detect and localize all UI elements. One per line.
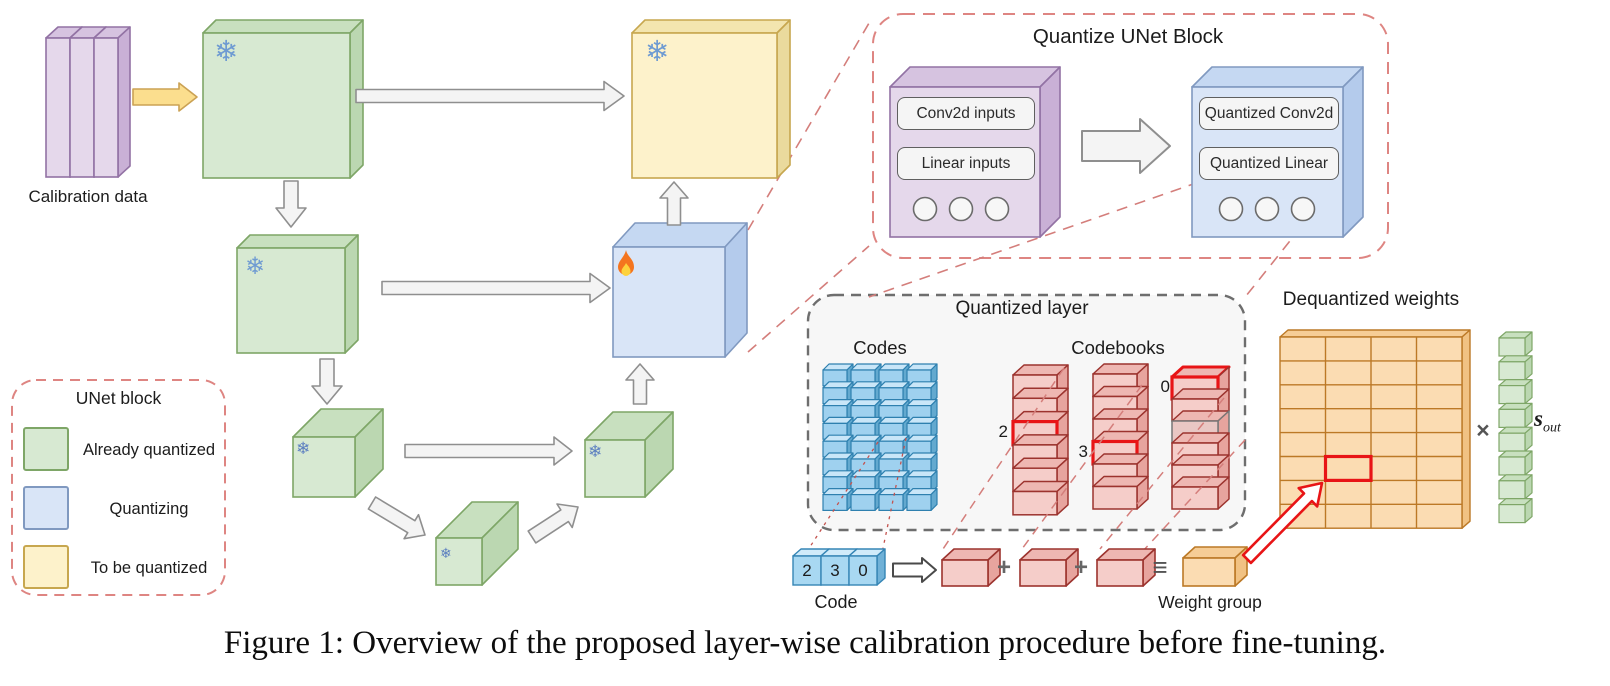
snowflake-icon: ❄	[440, 545, 452, 561]
decode-red-cube-2	[1019, 548, 1079, 587]
codes-grid	[822, 363, 938, 512]
codebook-index-label-0: 0	[1160, 377, 1170, 396]
linear-inputs-box: Linear inputs	[897, 147, 1035, 180]
weight-group-label: Weight group	[1158, 592, 1262, 612]
codebook-column-0	[1011, 364, 1069, 516]
unet-cube-top-left-green	[202, 19, 364, 179]
quantized-layer-title: Quantized layer	[955, 298, 1089, 319]
code-label: Code	[814, 592, 858, 612]
plus-symbol-1: +	[996, 554, 1011, 581]
code-cell-1: 3	[830, 561, 840, 580]
down-arrow-1	[275, 180, 307, 228]
unet-cube-low-left-green	[292, 408, 384, 498]
module-arrow	[1081, 118, 1171, 174]
weight-group-cube	[1182, 546, 1248, 587]
conv2d-inputs-box: Conv2d inputs	[897, 97, 1035, 130]
decode-red-cube-3	[1096, 548, 1156, 587]
unet-cube-bottleneck-green	[435, 501, 519, 586]
codebook-column-1	[1091, 363, 1149, 510]
equiv-symbol: ≡	[1152, 552, 1168, 582]
skip-arrow-top	[355, 80, 625, 112]
code-trace-lines	[805, 437, 907, 554]
scale-column	[1498, 331, 1533, 524]
snowflake-icon: ❄	[588, 442, 603, 461]
quantized-conv2d-box: Quantized Conv2d	[1199, 97, 1339, 130]
codebooks-label: Codebooks	[1071, 337, 1165, 358]
diag-arrow-up	[527, 503, 579, 544]
fire-icon	[618, 250, 634, 276]
scale-label-sub: out	[1542, 420, 1561, 436]
unet-cube-mid-right-blue	[612, 222, 748, 358]
decode-red-cube-1	[941, 548, 1001, 587]
scale-label-base: s	[1534, 406, 1543, 431]
calibration-label: Calibration data	[28, 187, 148, 206]
snowflake-icon: ❄	[645, 36, 670, 68]
code-cell-0: 2	[802, 561, 812, 580]
skip-arrow-low	[404, 436, 573, 466]
down-arrow-2	[311, 358, 343, 405]
diag-arrow-down	[367, 496, 426, 540]
legend-title: UNet block	[75, 388, 162, 408]
legend-swatch-blue	[23, 486, 69, 530]
legend-swatch-green	[23, 427, 69, 471]
legend-swatch-yellow	[23, 545, 69, 589]
figure-caption: Figure 1: Overview of the proposed layer…	[223, 625, 1387, 661]
scale-vector-label: sout	[1534, 406, 1594, 437]
codebook-column-2	[1170, 365, 1231, 510]
snowflake-icon: ❄	[214, 36, 239, 68]
skip-arrow-mid	[381, 272, 611, 304]
input-arrow	[132, 82, 198, 112]
unet-cube-top-right-yellow	[631, 19, 791, 179]
up-arrow-2	[625, 363, 655, 405]
calibration-data-slabs	[45, 26, 131, 178]
up-arrow-1	[659, 181, 689, 226]
quantize-block-panel-title: Quantize UNet Block	[1032, 25, 1224, 48]
legend-item-already-quantized: Already quantized	[82, 441, 216, 459]
decode-arrow	[892, 557, 937, 583]
legend-item-to-be-quantized: To be quantized	[90, 559, 208, 577]
legend-item-quantizing: Quantizing	[109, 500, 189, 518]
codebook-hatch-lines	[942, 367, 1246, 552]
codebook-index-label-3: 3	[1078, 442, 1088, 461]
codebook-index-label-2: 2	[998, 422, 1008, 441]
unet-cube-mid-left-green	[236, 234, 359, 354]
weight-pointer-arrow	[1241, 481, 1324, 565]
quantized-linear-box: Quantized Linear	[1199, 147, 1339, 180]
dequantized-weights-title: Dequantized weights	[1282, 289, 1460, 310]
quantize-block-panel	[872, 13, 1389, 259]
code-cell-2: 0	[858, 561, 868, 580]
times-symbol: ×	[1476, 417, 1490, 443]
unet-cube-low-right-green	[584, 411, 674, 498]
plus-symbol-2: +	[1073, 554, 1088, 581]
snowflake-icon: ❄	[245, 253, 266, 280]
codes-label: Codes	[853, 337, 907, 358]
snowflake-icon: ❄	[296, 439, 311, 458]
code-boxes	[792, 548, 886, 586]
